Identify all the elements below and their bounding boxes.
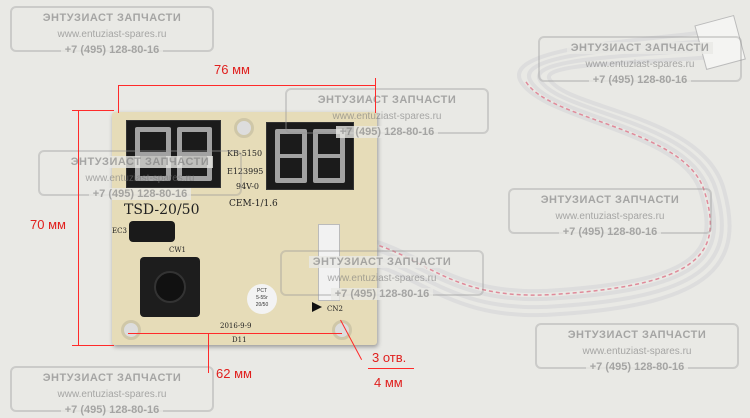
dimension-tick (72, 110, 114, 111)
rotary-encoder-knob (140, 257, 200, 317)
rating: 94V-0 (236, 182, 260, 191)
width-label: 76 мм (214, 62, 250, 77)
mounting-hole (121, 320, 141, 340)
mounting-hole (234, 118, 254, 138)
hole-size-label: 4 мм (374, 375, 403, 390)
ul-number: E123995 (227, 167, 264, 176)
code-label: D11 (232, 336, 247, 344)
dimension-leader (208, 333, 209, 373)
height-dimension-line (78, 110, 79, 346)
dimension-tick (118, 85, 119, 113)
capacitor (129, 221, 175, 242)
material-label: CEM-1/1.6 (229, 199, 278, 209)
hole-spacing-line (128, 333, 342, 334)
seven-segment-display-left (126, 120, 221, 188)
dimension-tick (72, 345, 114, 346)
model-label: TSD-20/50 (124, 202, 200, 218)
hole-spacing-label: 62 мм (216, 366, 252, 381)
part-number: KB-5150 (227, 149, 263, 158)
holes-count-label: 3 отв. (372, 350, 407, 365)
pcb-board: KB-5150 E123995 94V-0 TSD-20/50 CEM-1/1.… (112, 112, 377, 345)
height-label: 70 мм (30, 217, 66, 232)
dimension-underline (368, 368, 414, 369)
capacitor-label: EC3 (112, 227, 127, 235)
encoder-label: CW1 (169, 246, 187, 254)
connector-label: CN2 (327, 305, 343, 313)
dimension-tick (375, 78, 376, 113)
width-dimension-line (118, 85, 376, 86)
connector-arrow-icon (312, 302, 322, 312)
date-label: 2016-9-9 (220, 322, 252, 330)
